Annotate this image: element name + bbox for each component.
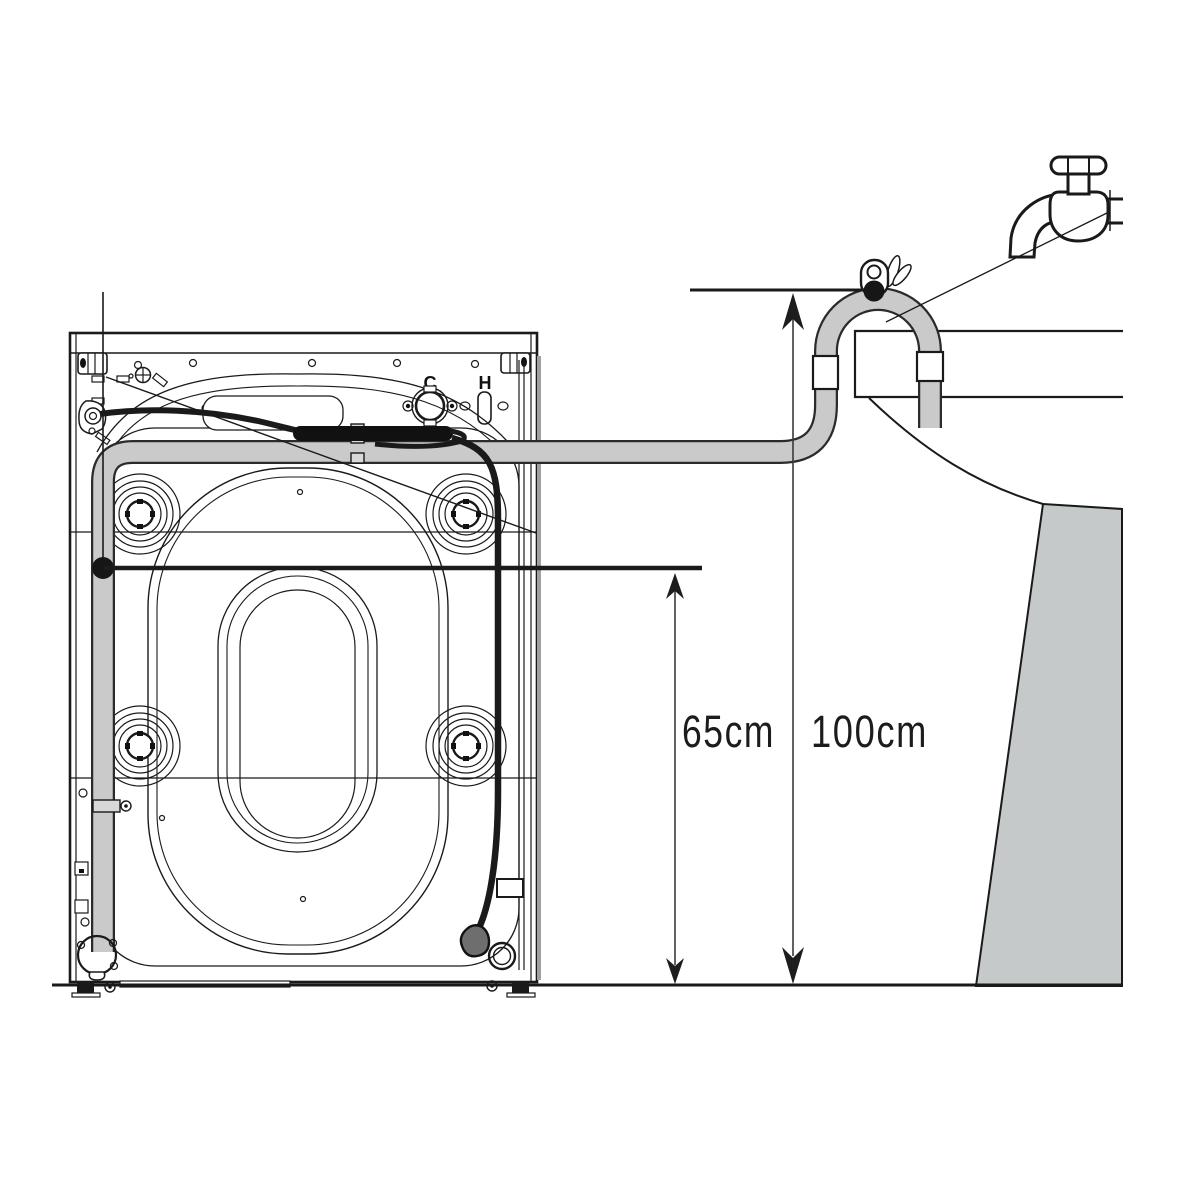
- right-foot: [512, 983, 529, 993]
- arrow-up-icon: [666, 573, 684, 599]
- left-foot: [77, 983, 94, 993]
- faucet-handle: [1049, 155, 1108, 176]
- leader-line-machine: [105, 376, 537, 534]
- cord-coil: [293, 426, 453, 441]
- faucet-body: [1048, 190, 1110, 243]
- reference-lines: [52, 288, 1123, 987]
- drain-pump: [76, 934, 119, 981]
- hot-inlet-label: H: [479, 373, 492, 393]
- hose-guide-left-cuff: [811, 354, 840, 391]
- arrow-up-icon: [782, 293, 804, 330]
- drain-hose-body: [93, 289, 940, 952]
- dimension-label-100cm: 100cm: [811, 706, 928, 757]
- machine-base: [70, 980, 537, 998]
- power-cord: [99, 407, 502, 958]
- leader-line-hook-to-faucet: [885, 211, 1110, 323]
- left-brace-bracket: [77, 352, 108, 375]
- sink-pedestal: [974, 502, 1123, 987]
- dimension-65cm: 65cm: [666, 573, 775, 984]
- left-panel-marks: [74, 788, 90, 927]
- hook-pivot-dot: [863, 280, 885, 302]
- hook-wing-icon: [892, 263, 912, 287]
- right-brace-bracket: [500, 352, 531, 374]
- cross-screw: [134, 366, 169, 388]
- drain-hose-hook-clip: [859, 254, 912, 302]
- dimension-label-65cm: 65cm: [682, 706, 775, 757]
- bolt-cross-marks: [125, 499, 481, 761]
- dimension-100cm: 100cm: [782, 293, 928, 984]
- sink-basin-curve: [868, 397, 1044, 505]
- water-faucet: [1008, 155, 1123, 259]
- sink-counter: [853, 329, 1123, 987]
- power-plug: [459, 924, 491, 958]
- hose-guide-right-cuff: [915, 350, 945, 383]
- arrow-down-icon: [666, 958, 684, 984]
- cold-water-inlet: C: [402, 373, 458, 427]
- arrow-down-icon: [782, 947, 804, 984]
- suspension-bolts: [99, 473, 507, 787]
- drain-hose: [91, 287, 945, 952]
- hot-water-inlet: H: [459, 373, 509, 425]
- bottom-right-details: [487, 878, 524, 971]
